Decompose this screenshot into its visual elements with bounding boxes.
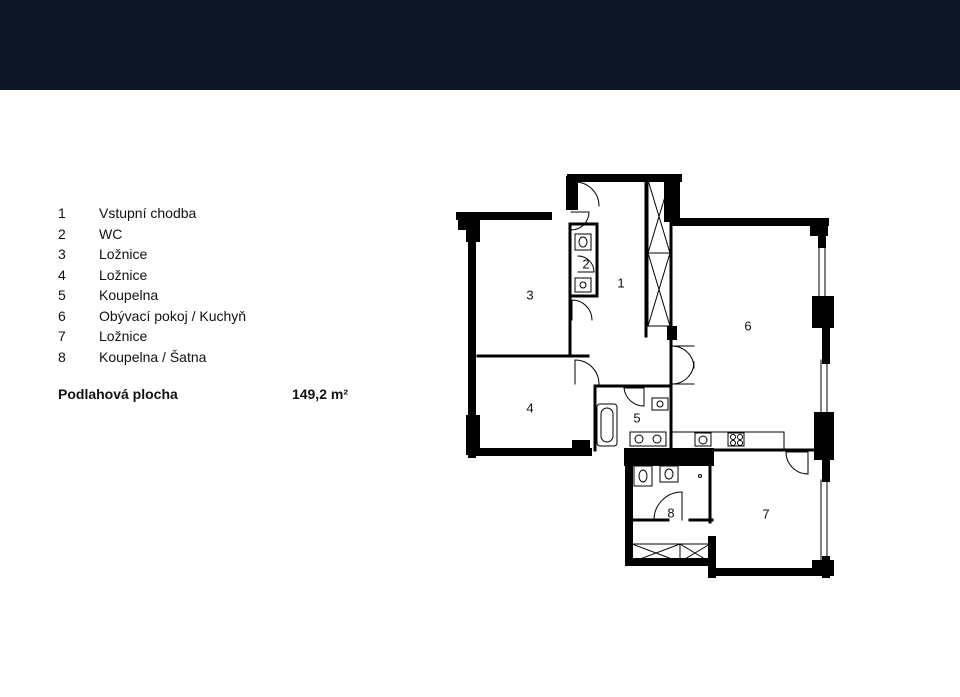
legend-label: Ložnice [99, 246, 148, 262]
legend-number: 6 [58, 307, 66, 324]
legend-item: 7 Ložnice [58, 326, 358, 347]
header-bar [0, 0, 960, 90]
room-label-8: 8 [667, 505, 674, 520]
floor-area-value: 149,2 m² [291, 386, 348, 402]
bathroom-8-fixtures [633, 465, 702, 487]
room-label-6: 6 [744, 318, 751, 333]
windows [468, 241, 828, 561]
legend-number: 5 [58, 287, 66, 303]
legend-number: 7 [58, 328, 66, 344]
legend-label: Ložnice [99, 328, 148, 344]
room-label-4: 4 [526, 400, 533, 415]
legend-label: Ložnice [99, 266, 148, 283]
legend-label: Koupelna [99, 287, 159, 303]
legend-item: 1 Vstupní chodba [58, 203, 358, 224]
room-label-2: 2 [582, 256, 589, 271]
room-label-7: 7 [762, 506, 769, 521]
kitchen-counter [671, 431, 785, 449]
legend-number: 1 [58, 205, 66, 221]
bathroom-fixtures [596, 397, 669, 447]
legend-number: 4 [58, 266, 66, 283]
wardrobe [631, 543, 711, 563]
floor-area: Podlahová plocha 149,2 m² [58, 386, 348, 402]
legend-number: 3 [58, 246, 66, 262]
legend-label: Vstupní chodba [99, 205, 197, 221]
legend-label: WC [99, 225, 123, 242]
legend-number: 8 [58, 348, 66, 365]
legend-item: 4 Ložnice [58, 265, 358, 286]
legend-number: 2 [58, 225, 66, 242]
storage-closet [647, 179, 671, 327]
doors [570, 181, 809, 521]
room-label-5: 5 [633, 410, 640, 425]
legend-label: Obývací pokoj / Kuchyň [99, 307, 247, 324]
floor-area-label: Podlahová plocha [58, 386, 178, 402]
legend-item: 5 Koupelna [58, 285, 358, 306]
interior-walls [476, 178, 826, 524]
legend-item: 3 Ložnice [58, 244, 358, 265]
legend-item: 8 Koupelna / Šatna [58, 347, 358, 368]
room-legend: 1 Vstupní chodba 2 WC 3 Ložnice 4 Ložnic… [58, 203, 358, 367]
room-labels: 1 2 3 4 5 6 7 8 [526, 256, 769, 521]
wc-fixtures [574, 233, 592, 293]
legend-label: Koupelna / Šatna [99, 348, 207, 365]
room-label-3: 3 [526, 287, 533, 302]
room-label-1: 1 [617, 275, 624, 290]
legend-item: 2 WC [58, 224, 358, 245]
wall-blocks [458, 176, 834, 576]
legend-item: 6 Obývací pokoj / Kuchyň [58, 306, 358, 327]
